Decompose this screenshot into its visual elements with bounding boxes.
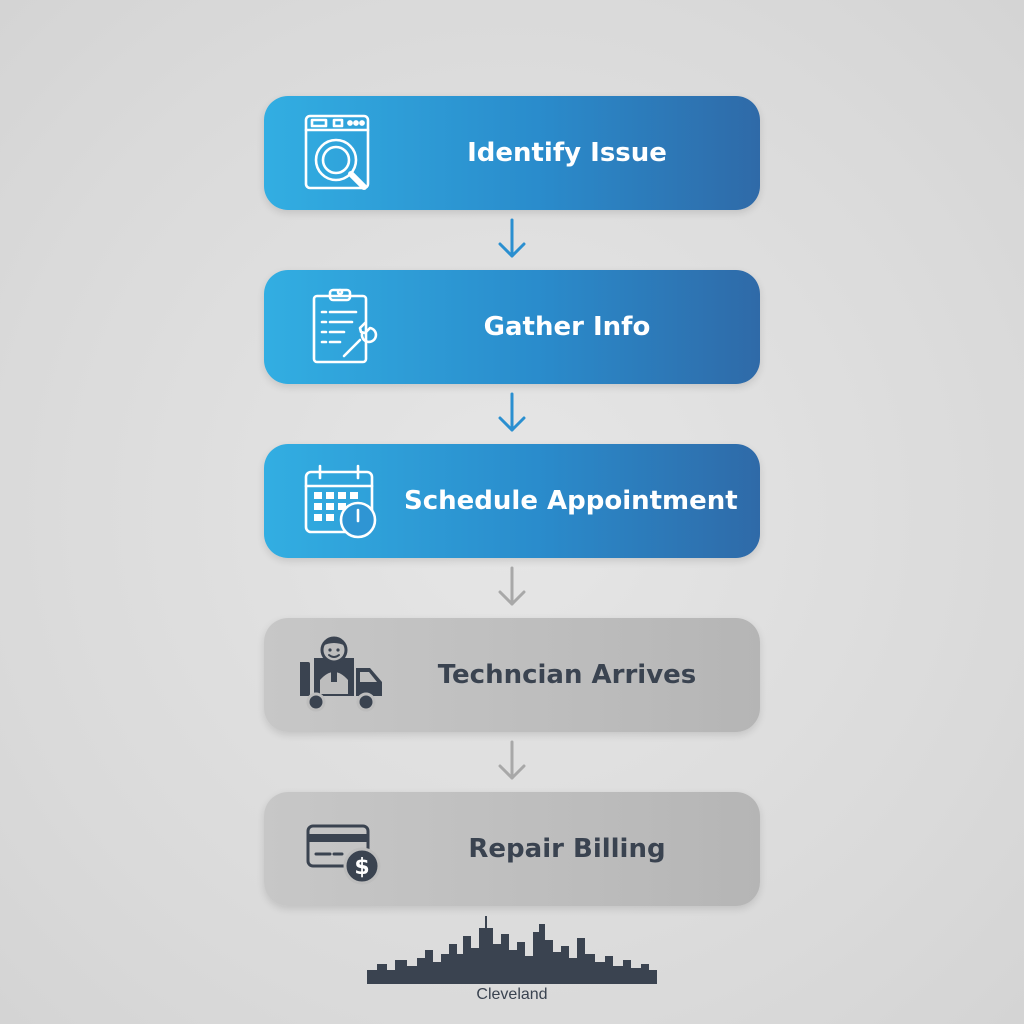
arrow-down-icon [498,566,526,606]
step-label: Schedule Appointment [404,486,738,516]
step-gather-info: Gather Info [264,270,760,384]
washer-search-icon [300,110,386,196]
step-label: Identify Issue [467,138,667,168]
flow-arrow [264,732,760,792]
step-label: Repair Billing [468,834,666,864]
flow-arrow [264,558,760,618]
technician-truck-icon [300,632,386,718]
arrow-down-icon [498,392,526,432]
clipboard-wrench-icon [300,284,386,370]
step-schedule-appointment: Schedule Appointment [264,444,760,558]
city-label: Cleveland [476,986,548,1003]
credit-card-dollar-icon: $ [300,806,386,892]
arrow-down-icon [498,740,526,780]
step-technician-arrives: Techncian Arrives [264,618,760,732]
arrow-down-icon [498,218,526,258]
calendar-clock-icon [300,458,386,544]
footer: Cleveland [362,914,662,1004]
step-repair-billing: $ Repair Billing [264,792,760,906]
city-skyline-icon [362,914,662,984]
process-flow: Identify Issue Gather I [264,96,760,906]
flow-arrow [264,384,760,444]
step-label: Techncian Arrives [437,660,697,690]
svg-text:$: $ [354,855,369,880]
step-label: Gather Info [483,312,651,342]
flow-arrow [264,210,760,270]
step-identify-issue: Identify Issue [264,96,760,210]
